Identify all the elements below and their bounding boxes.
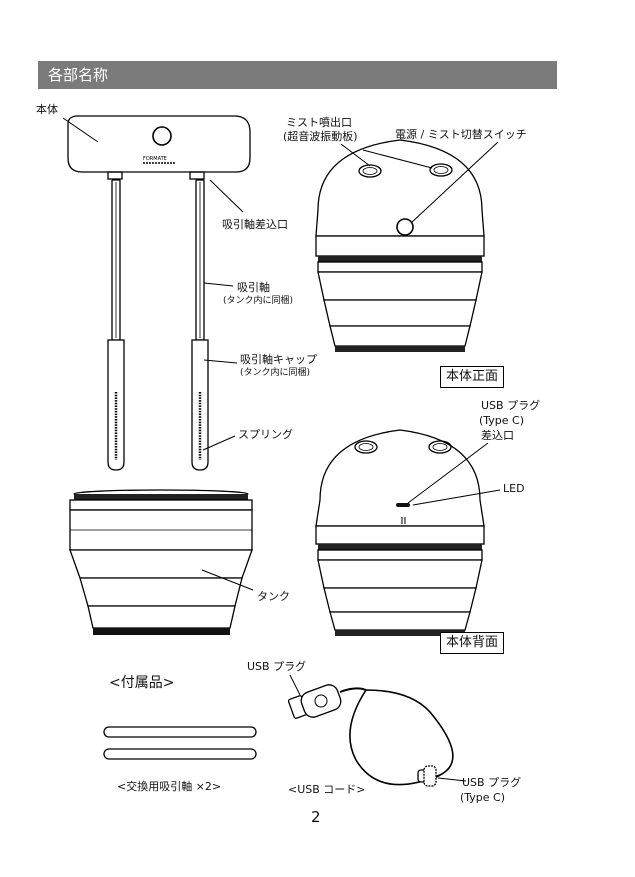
spare-rods-caption: <交換用吸引軸 ×2> bbox=[117, 778, 221, 794]
usb-cord-illustration bbox=[288, 682, 453, 786]
accessories-title: <付属品> bbox=[109, 672, 174, 692]
page-number: 2 bbox=[311, 808, 321, 826]
label-led: LED bbox=[503, 482, 525, 496]
brand-mark: FORMATE bbox=[143, 156, 167, 162]
spare-rods-illustration bbox=[104, 727, 256, 759]
label-body: 本体 bbox=[36, 103, 58, 117]
label-suction-cap-sub: (タンク内に同梱) bbox=[240, 368, 310, 379]
front-view-label: 本体正面 bbox=[440, 366, 504, 388]
usb-typec-label-sub: (Type C) bbox=[460, 791, 505, 805]
label-power-switch: 電源 / ミスト切替スイッチ bbox=[395, 128, 527, 142]
back-view-label: 本体背面 bbox=[440, 632, 504, 654]
usb-cord-caption: <USB コード> bbox=[288, 781, 366, 797]
label-suction-rod-sub: (タンク内に同梱) bbox=[223, 296, 293, 307]
label-tank: タンク bbox=[257, 590, 290, 604]
label-mist-outlet: ミスト噴出口 bbox=[286, 116, 352, 130]
front-view-illustration bbox=[316, 140, 484, 352]
label-spring: スプリング bbox=[238, 428, 293, 442]
label-suction-rod: 吸引軸 bbox=[237, 281, 270, 295]
usb-typec-label: USB プラグ bbox=[462, 776, 521, 790]
label-usb-port: USB プラグ bbox=[481, 399, 540, 413]
usb-plug-label: USB プラグ bbox=[247, 660, 306, 674]
label-usb-port-type: (Type C) bbox=[479, 414, 524, 428]
suction-rods-illustration bbox=[108, 180, 208, 470]
label-usb-port-insert: 差込口 bbox=[481, 429, 514, 443]
label-suction-cap: 吸引軸キャップ bbox=[240, 353, 317, 367]
label-suction-port: 吸引軸差込口 bbox=[222, 218, 288, 232]
back-view-illustration bbox=[316, 430, 484, 636]
label-mist-outlet-sub: (超音波振動板) bbox=[283, 130, 358, 144]
body-part-illustration: FORMATE bbox=[68, 116, 250, 179]
tank-illustration bbox=[70, 490, 252, 635]
